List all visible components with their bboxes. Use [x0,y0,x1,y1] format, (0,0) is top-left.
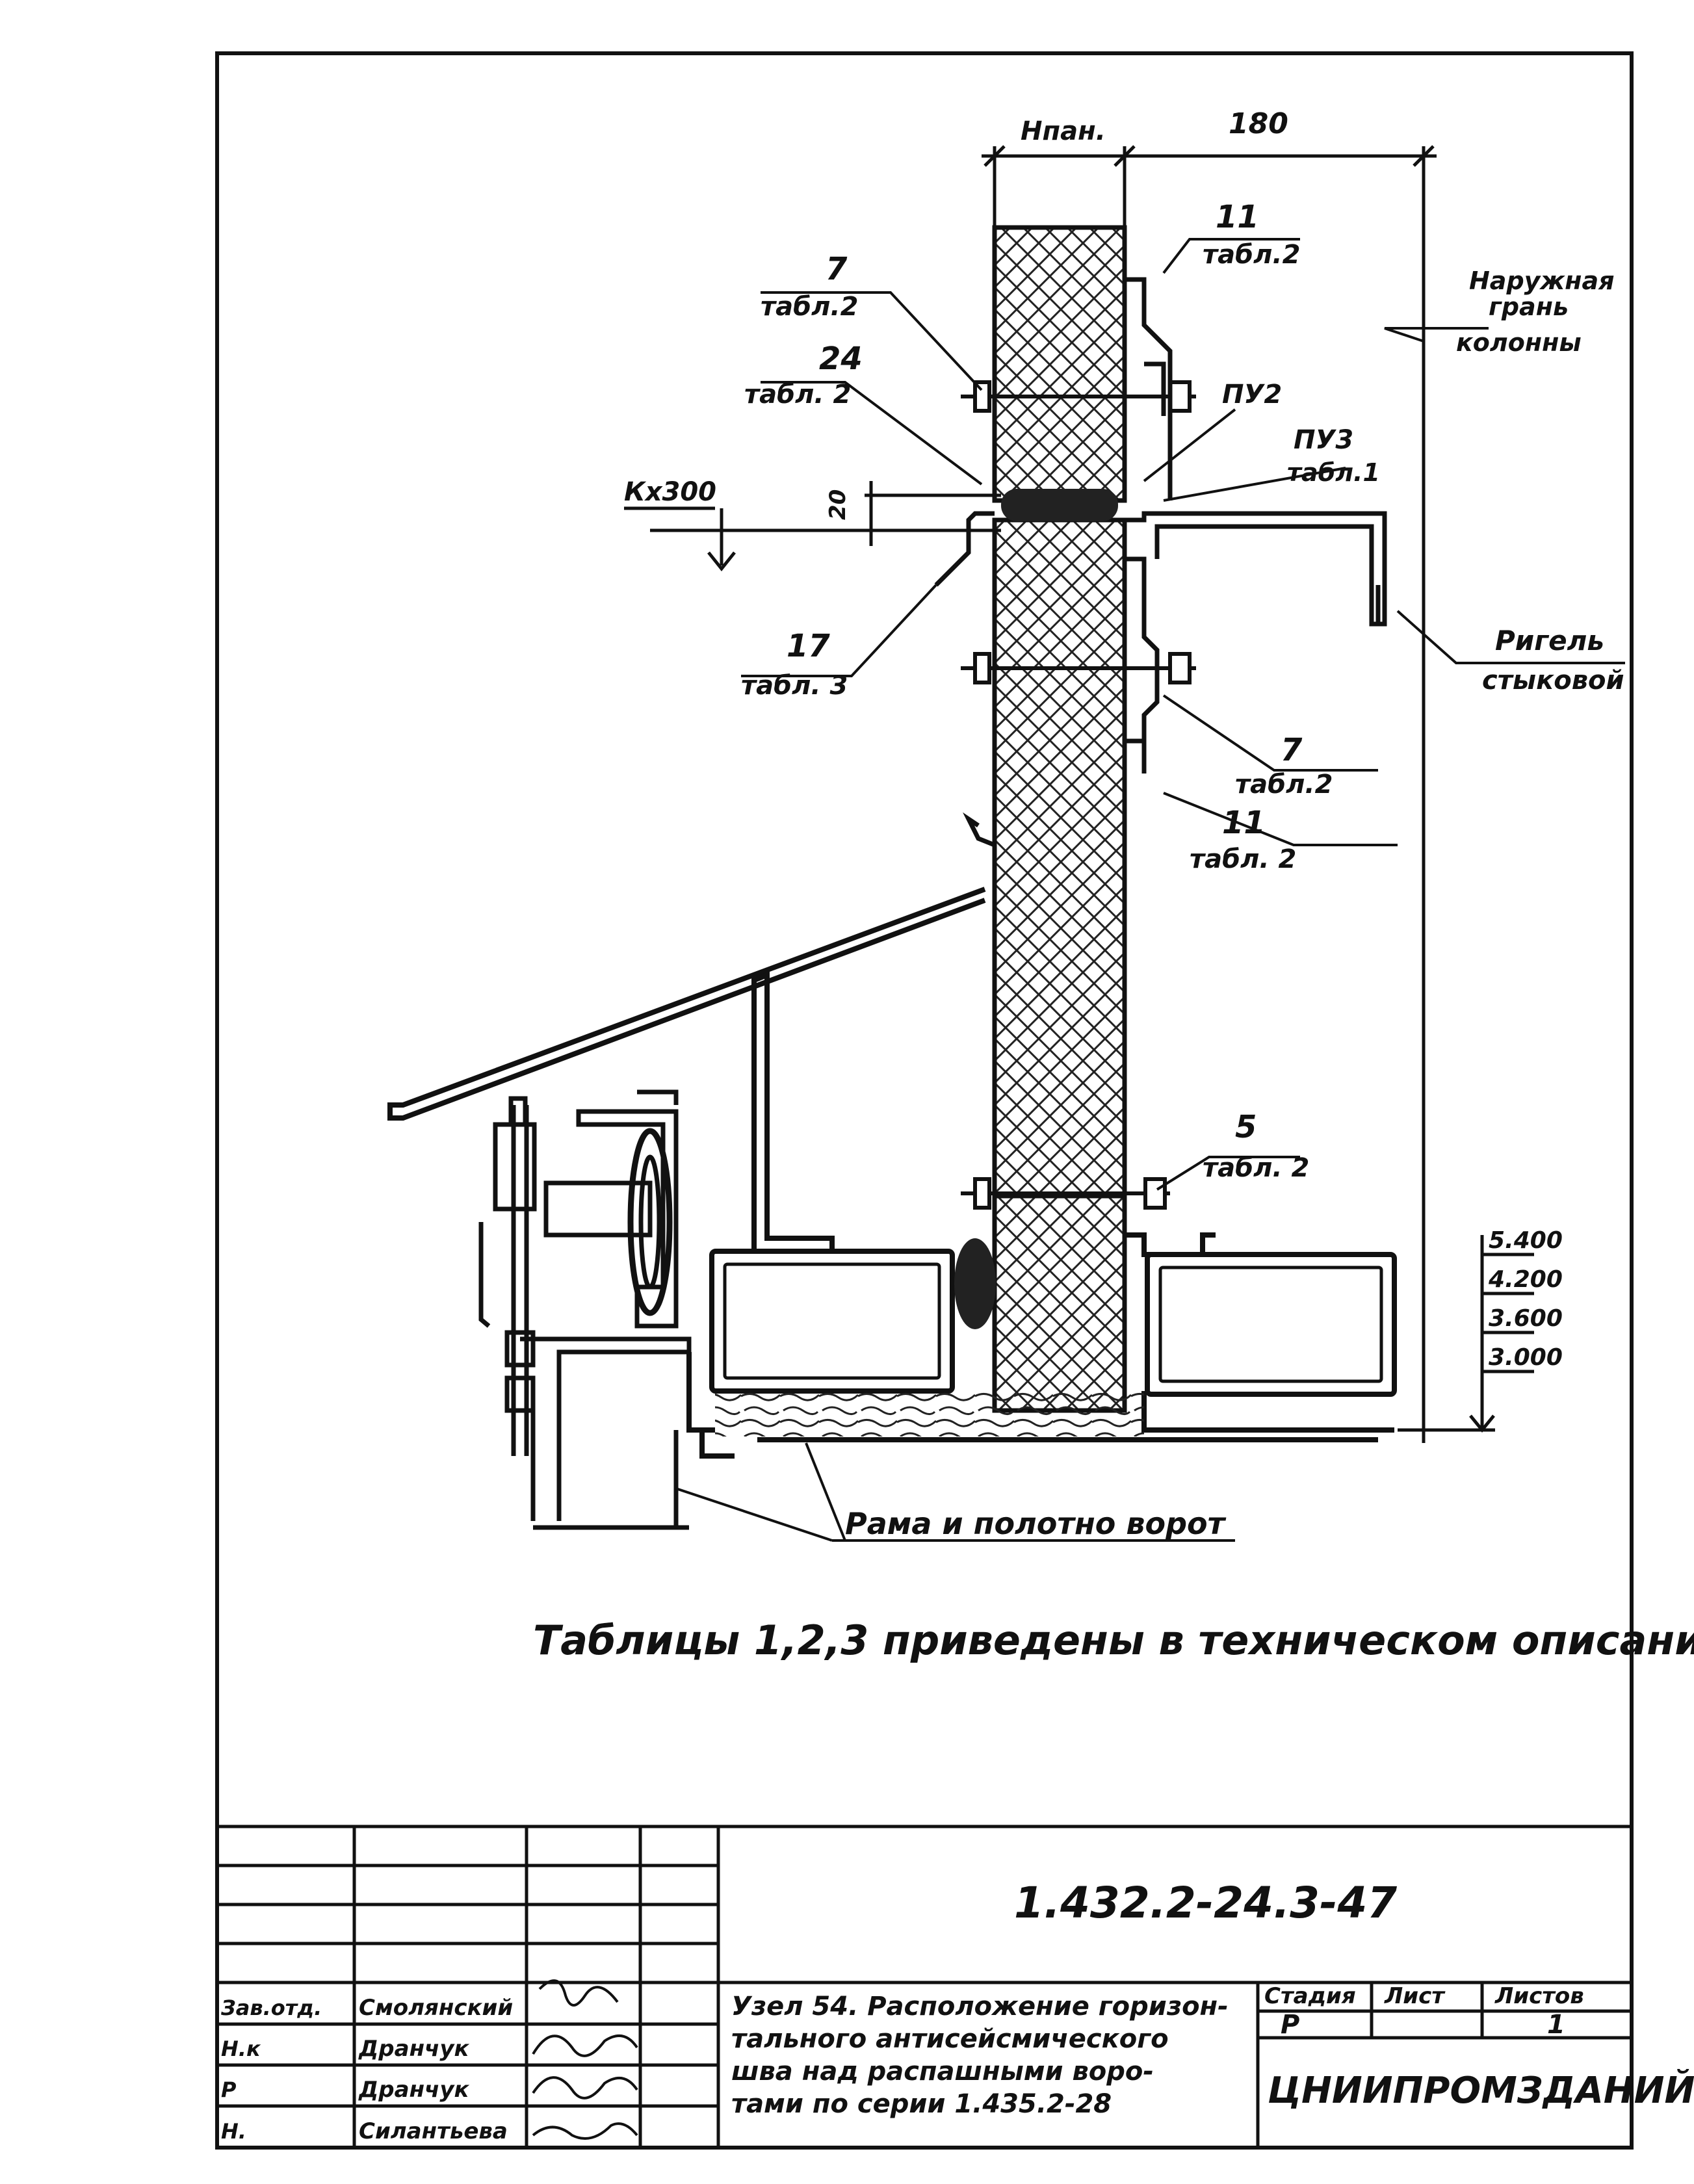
callout-5-ref: табл. 2 [1203,1153,1309,1183]
signatures [532,1979,638,2140]
name-2: Дранчук [358,2036,470,2062]
callout-7-right-ref: табл.2 [1235,770,1333,800]
name-4: Силантьева [359,2118,508,2144]
wall-panel [992,225,1127,1413]
drawing-code: 1.432.2-24.3-47 [1014,1878,1397,1928]
title-line-2: тального антисейсмического [731,2024,1169,2054]
sheet-header: Лист [1384,1983,1446,2009]
foundation-rubble [715,1391,1144,1436]
callout-7-left-ref: табл.2 [761,292,858,322]
dim-panel-thickness: Нпан. [1021,116,1106,146]
stage-value: Р [1281,2010,1299,2040]
callout-5-num: 5 [1235,1109,1257,1145]
label-column-face-3: колонны [1456,328,1582,357]
callout-11-right-ref: табл. 2 [1190,844,1296,874]
label-column-face-2: грань [1489,292,1569,321]
elevation-1: 5.400 [1489,1227,1563,1254]
label-rigel-1: Ригель [1495,625,1604,656]
callout-7-left-num: 7 [826,251,848,287]
leaders [675,238,1625,1542]
panel-lower [992,1193,1127,1413]
rigel-profile [1125,511,1387,627]
panel-middle [992,517,1127,1199]
label-column-face-1: Наружная [1469,266,1615,295]
title-block [217,1825,1632,2148]
flashing-17 [934,511,996,848]
general-note: Таблицы 1,2,3 приведены в техническом оп… [533,1617,1694,1664]
stage-header: Стадия [1264,1983,1356,2009]
canopy [387,887,986,1254]
callout-17-ref: табл. 3 [741,671,848,701]
callouts: Нпан. 180 20 11 табл.2 7 табл.2 24 табл.… [533,107,1694,1664]
callout-24-ref: табл. 2 [744,380,851,410]
role-3: Р [221,2077,237,2102]
gate-seal [954,1238,996,1329]
callout-7-right-num: 7 [1281,732,1303,768]
callout-24-num: 24 [819,341,863,377]
callout-pu3-ref: табл.1 [1287,458,1380,487]
role-2: Н.к [221,2036,261,2061]
name-1: Смолянский [359,1995,513,2021]
label-rigel-2: стыковой [1482,666,1624,696]
dimensions [624,145,1534,1443]
seam-sealant [1001,489,1118,521]
sheet-value: 1 [1547,2010,1565,2040]
callout-pu3-num: ПУ3 [1294,425,1353,455]
panel-upper [992,225,1127,503]
sheet-frame [215,51,1634,2150]
callout-11-top-ref: табл.2 [1203,240,1300,270]
gate-hardware [478,1089,692,1530]
callout-11-top-num: 11 [1216,199,1259,235]
callout-17-num: 17 [787,628,830,664]
title-line-4: тами по серии 1.435.2-28 [731,2089,1112,2119]
elevation-4: 3.000 [1489,1344,1563,1371]
title-line-3: шва над распашными воро- [731,2057,1154,2086]
callout-pu2: ПУ2 [1222,380,1282,410]
sheets-header: Листов [1494,1983,1584,2009]
bolts [961,380,1196,1210]
label-gate: Рама и полотно ворот [845,1506,1227,1541]
elevation-2: 4.200 [1488,1266,1563,1293]
elevation-3: 3.600 [1489,1305,1563,1332]
organization: ЦНИИПРОМЗДАНИЙ [1268,2069,1694,2112]
dim-180: 180 [1229,107,1288,140]
callout-11-right-num: 11 [1222,805,1266,841]
role-4: Н. [221,2119,246,2144]
name-3: Дранчук [358,2077,470,2103]
role-1: Зав.отд. [220,1996,322,2020]
title-line-1: Узел 54. Расположение горизон- [731,1992,1229,2022]
label-kx300: Кх300 [624,477,716,507]
title-block-text: 1.432.2-24.3-47 Узел 54. Расположение го… [220,1878,1694,2144]
right-brackets [1125,277,1387,774]
dim-20: 20 [825,489,851,520]
